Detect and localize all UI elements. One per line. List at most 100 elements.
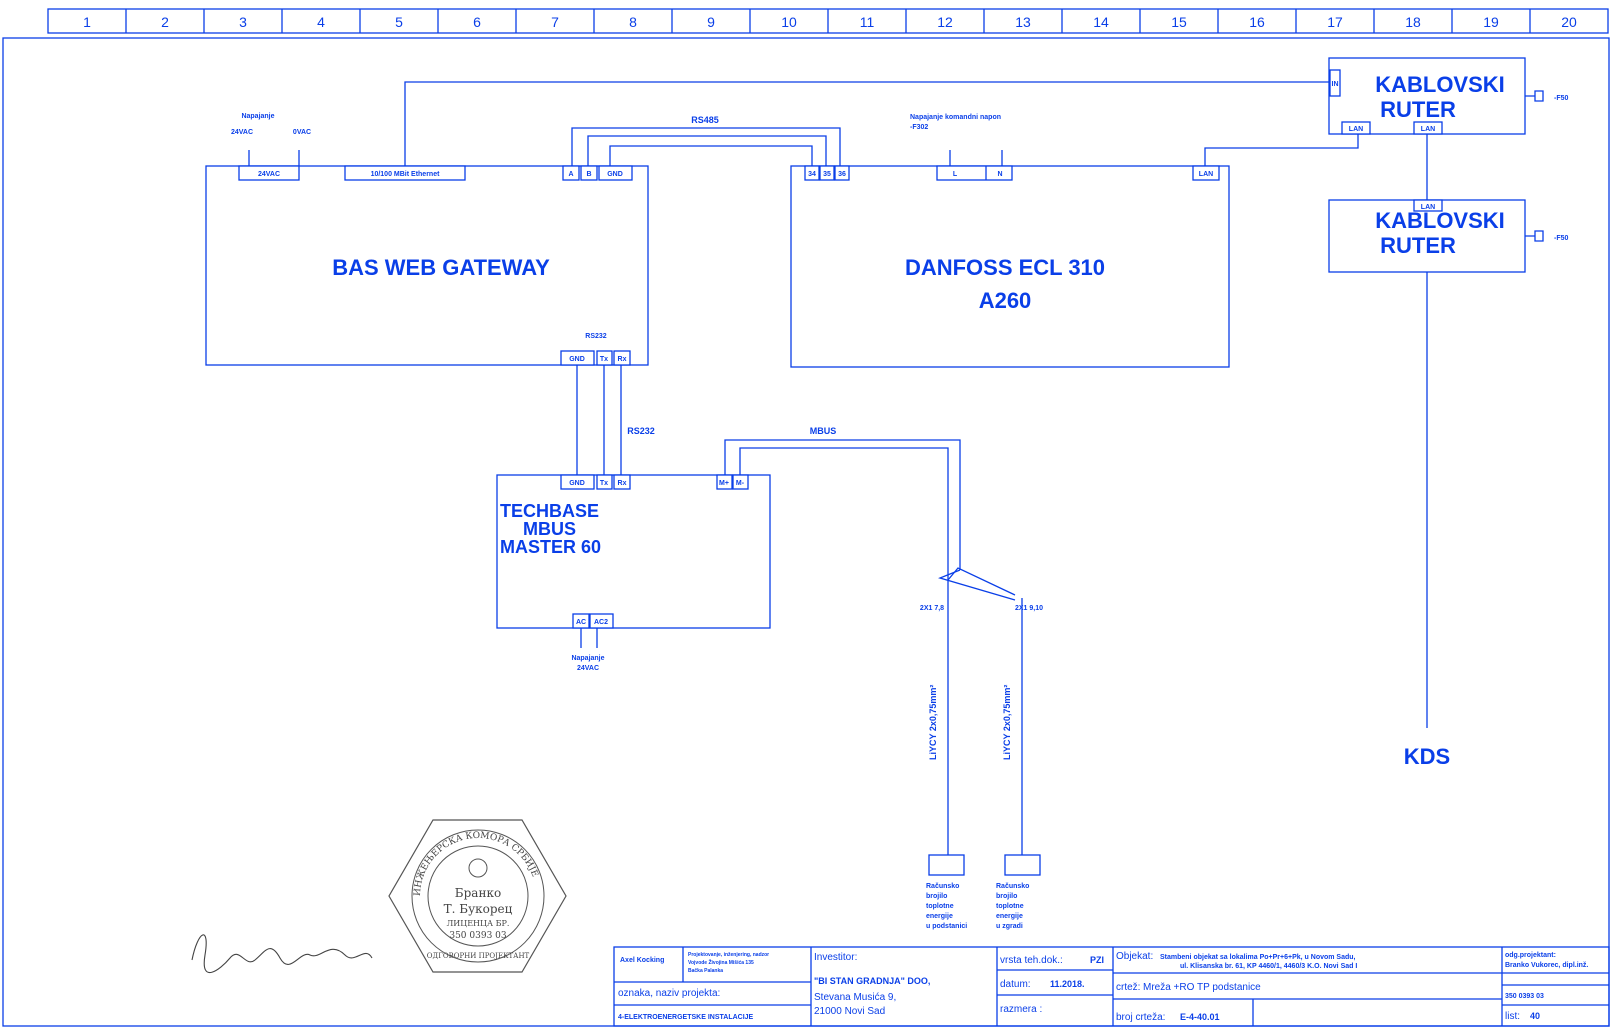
master-supply-voltage: 24VAC	[577, 665, 599, 672]
tb-date-value: 11.2018.	[1050, 979, 1085, 989]
router-1-power-label: -F50	[1554, 95, 1569, 102]
master-port-m-minus	[732, 474, 749, 490]
mbus-master-title-1: TECHBASE	[500, 501, 599, 521]
terminal-1-label: 2X1 7,8	[920, 605, 944, 612]
port-36-label: 36	[838, 171, 846, 178]
danfoss-supply-fuse: -F302	[910, 124, 928, 131]
ruler-column-number: 7	[551, 14, 559, 30]
router-2-power-plug-icon	[1525, 230, 1544, 242]
stamp-license-number: 350 0393 03	[449, 931, 507, 941]
port-34	[804, 165, 820, 181]
ruler-column-number: 18	[1405, 14, 1421, 30]
tb-investor-2: Stevana Musića 9,	[814, 992, 896, 1003]
ruler-column-number: 10	[781, 14, 797, 30]
master-port-tx	[596, 474, 613, 490]
ruler-column-number: 20	[1561, 14, 1577, 30]
port-lan-label: LAN	[1199, 171, 1213, 178]
router-2-port-lan-label: LAN	[1421, 204, 1435, 211]
tb-date-label: datum:	[1000, 979, 1031, 990]
rs485-label: RS485	[691, 115, 719, 125]
port-n-label: N	[997, 171, 1002, 178]
master-port-gnd-label: GND	[569, 480, 585, 487]
mbus-master-title-2: MBUS	[523, 519, 576, 539]
gateway-supply-label: Napajanje	[241, 113, 274, 120]
port-lan	[1192, 165, 1220, 181]
tb-sheet-value: 40	[1530, 1011, 1540, 1021]
meter-2-box	[1004, 854, 1041, 876]
tb-drawing-no-value: E-4-40.01	[1180, 1012, 1220, 1022]
gateway-title: BAS WEB GATEWAY	[332, 255, 550, 280]
ruler-column-number: 14	[1093, 14, 1109, 30]
master-port-ac2	[589, 613, 614, 629]
router-1-box	[1328, 57, 1526, 135]
port-a-label: A	[568, 171, 573, 178]
port-rx-label: Rx	[618, 356, 627, 363]
router-1: KABLOVSKI RUTER IN LAN LAN -F50	[1328, 57, 1569, 135]
ruler-column-number: 12	[937, 14, 953, 30]
mbus-line-plus	[724, 439, 961, 570]
meter-2-line-4: energije	[996, 913, 1023, 920]
tb-investor-label: Investitor:	[814, 952, 857, 963]
ruler-column-number: 5	[395, 14, 403, 30]
mbus-master: TECHBASE MBUS MASTER 60 GND Tx Rx M+ M- …	[496, 474, 771, 672]
danfoss-lan-cable	[1204, 133, 1359, 166]
router-2-port-lan	[1413, 199, 1443, 212]
stamp-license-label: ЛИЦЕНЦА БР.	[447, 919, 510, 928]
terminal-2-label: 2X1 9,10	[1015, 605, 1043, 612]
tb-doc-type-label: vrsta teh.dok.:	[1000, 955, 1063, 966]
mbus-split-1	[947, 567, 1016, 596]
ruler-column-number: 16	[1249, 14, 1265, 30]
ruler-column-number: 13	[1015, 14, 1031, 30]
master-port-ac1-label: AC	[576, 619, 586, 626]
router-1-title-1: KABLOVSKI	[1375, 72, 1505, 97]
meter-2: Računsko brojilo toplotne energije u zgr…	[996, 854, 1041, 930]
ruler-column-number: 11	[860, 14, 875, 30]
cable-1-label: LiYCY 2x0,75mm²	[928, 685, 938, 760]
port-35-label: 35	[823, 171, 831, 178]
gateway-box	[205, 165, 649, 366]
master-port-gnd	[560, 474, 595, 490]
meter-2-line-5: u zgradi	[996, 923, 1023, 930]
meter-2-line-2: brojilo	[996, 893, 1017, 900]
stamp-hexagon	[388, 819, 567, 973]
tb-drawing-label: crtež:	[1116, 982, 1140, 993]
tb-license-value: 350 0393 03	[1505, 993, 1544, 1000]
mbus-line-minus	[739, 447, 949, 580]
danfoss-box	[790, 165, 1230, 368]
meter-1-box	[928, 854, 965, 876]
ruler-column-number: 9	[707, 14, 715, 30]
port-rx	[613, 350, 631, 366]
tb-project-label: oznaka, naziv projekta:	[618, 988, 720, 999]
ruler-column-number: 1	[83, 14, 91, 30]
danfoss-title-2: A260	[979, 288, 1032, 313]
meter-1-line-3: toplotne	[926, 903, 954, 910]
router-1-port-lan	[1341, 121, 1371, 135]
mbus-master-box	[496, 474, 771, 629]
rs485-line-b	[587, 135, 827, 166]
port-gnd-label: GND	[607, 171, 623, 178]
router-2-title-1: KABLOVSKI	[1375, 208, 1505, 233]
port-tx	[596, 350, 613, 366]
port-24vac-label: 24VAC	[258, 171, 280, 178]
master-port-rx	[613, 474, 631, 490]
rs232-cable-label: RS232	[627, 426, 655, 436]
tb-company-services: Projektovanje, inženjering, nadzor	[688, 952, 769, 958]
router-1-port-lan2	[1413, 121, 1443, 135]
port-34-label: 34	[808, 171, 816, 178]
master-port-ac2-label: AC2	[594, 619, 608, 626]
meter-1: Računsko brojilo toplotne energije u pod…	[926, 854, 967, 930]
title-block-frame	[613, 946, 1610, 1027]
port-24vac	[238, 165, 300, 181]
router-1-power-plug-icon	[1525, 90, 1544, 102]
router-1-port-lan-label: LAN	[1349, 126, 1363, 133]
port-b	[580, 165, 598, 181]
bas-web-gateway: BAS WEB GATEWAY Napajanje 24VAC 0VAC 24V…	[205, 113, 649, 366]
ruler-column-number: 4	[317, 14, 325, 30]
meter-1-line-2: brojilo	[926, 893, 947, 900]
tb-drawing-no-label: broj crteža:	[1116, 1012, 1165, 1023]
port-gnd2-label: GND	[569, 356, 585, 363]
mbus-split-2	[938, 569, 1016, 601]
router-2-title-2: RUTER	[1380, 233, 1456, 258]
